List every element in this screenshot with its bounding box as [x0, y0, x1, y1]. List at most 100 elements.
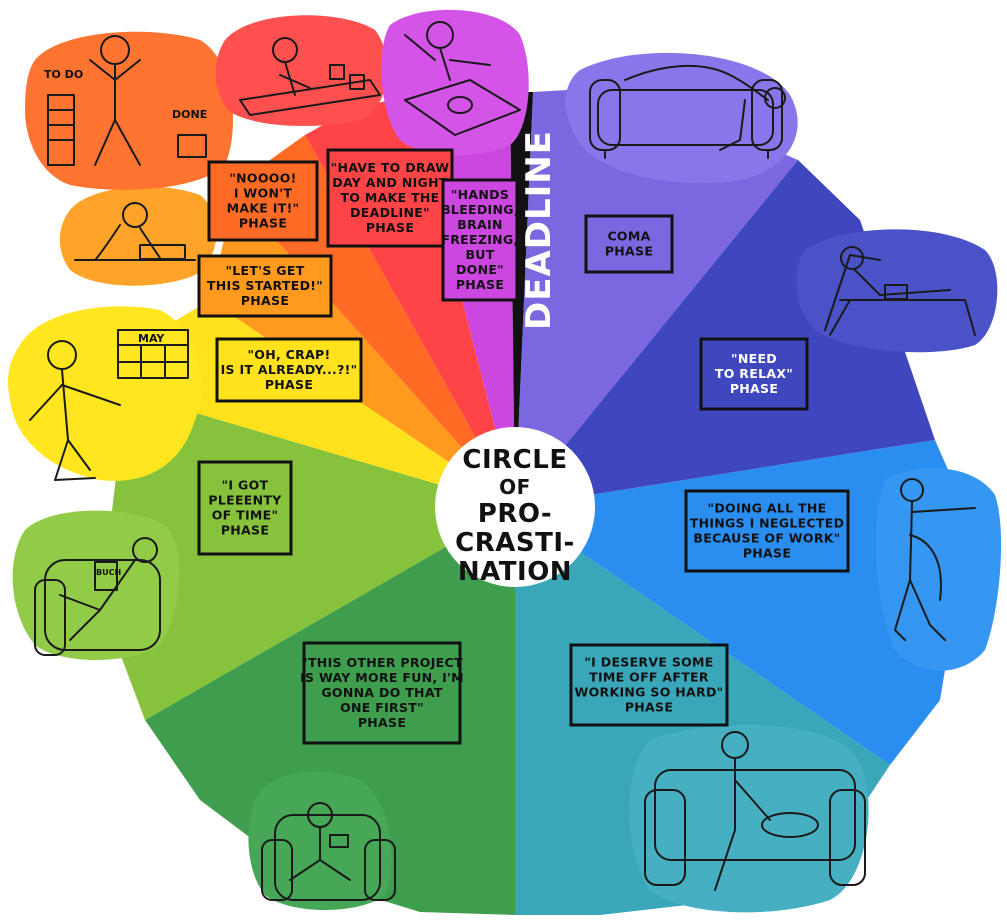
phase-label-line: "NOOOO! [229, 171, 296, 186]
doodle-blobs [8, 9, 1002, 913]
neglected-doodle [894, 478, 976, 641]
book-label: BUCH [96, 568, 121, 577]
other-doodle [261, 802, 396, 901]
plenty-doodle [34, 537, 161, 656]
phase-box-frame [684, 489, 850, 573]
phase-box-frame [326, 148, 454, 248]
started-doodle [74, 202, 196, 261]
doodles [29, 21, 976, 901]
phase-label-line: "I DESERVE SOME [584, 655, 713, 670]
todo-label: TO DO [44, 68, 83, 81]
blob-coma [565, 52, 798, 184]
phase-label-line: BECAUSE OF WORK" [693, 531, 840, 546]
phase-label-line: PHASE [358, 715, 406, 730]
phase-label-line: PHASE [605, 244, 653, 259]
phase-label-line: PHASE [239, 216, 287, 231]
phase-label-line: ONE FIRST" [340, 700, 424, 715]
blob-hands [381, 9, 529, 156]
phase-label-line: PHASE [743, 546, 791, 561]
phase-label-line: BRAIN [457, 217, 502, 232]
phase-box-frame [584, 214, 674, 274]
phase-label-line: PHASE [625, 700, 673, 715]
phase-label-line: WORKING SO HARD" [575, 685, 724, 700]
relax-doodle [824, 246, 976, 336]
phase-box-frame [215, 337, 363, 403]
phase-label-line: DEADLINE" [350, 205, 430, 220]
phase-label-line: "THIS OTHER PROJECT [301, 655, 463, 670]
phase-label-line: FREEZING, [441, 232, 518, 247]
center-line-4: CRASTI- [455, 528, 575, 558]
phase-label-line: "OH, CRAP! [247, 347, 330, 362]
phase-label-line: DAY AND NIGHT [332, 175, 448, 190]
hands-doodle [404, 21, 521, 136]
phase-box-frame [207, 160, 319, 242]
phase-label-line: PHASE [221, 523, 269, 538]
coma-doodle [589, 65, 786, 159]
phase-label-line: I WON'T [234, 186, 293, 201]
calendar-month-label: MAY [138, 332, 165, 345]
phase-box-frame [569, 643, 729, 727]
phase-label-line: IS IT ALREADY...?!" [221, 362, 358, 377]
phase-box-frame [197, 254, 333, 318]
done-label: DONE [172, 108, 207, 121]
phase-box-frame [699, 337, 809, 411]
phase-label-line: GONNA DO THAT [321, 685, 442, 700]
phase-label-line: DONE" [456, 262, 504, 277]
crap-doodle [29, 329, 189, 481]
center-line-3: PRO- [478, 499, 552, 529]
phase-label-line: PLEEENTY [208, 493, 282, 508]
phase-label-line: OF TIME" [212, 508, 279, 523]
phase-label-line: PHASE [730, 381, 778, 396]
center-line-5: NATION [458, 557, 572, 587]
phase-label-line: THIS STARTED!" [207, 278, 323, 293]
deadline-label: DEADLINE [519, 130, 559, 330]
phase-label-line: "NEED [731, 351, 777, 366]
center-line-1: CIRCLE [462, 445, 567, 475]
phase-label-line: PHASE [456, 277, 504, 292]
phase-box-hands: "HANDSBLEEDING,BRAINFREEZING,BUTDONE"PHA… [441, 178, 519, 302]
blob-crap [8, 306, 202, 481]
blob-started [59, 186, 217, 286]
phase-label-line: TIME OFF AFTER [589, 670, 709, 685]
center-title: CIRCLE OF PRO- CRASTI- NATION [435, 427, 595, 587]
phase-label-line: TO RELAX" [715, 366, 793, 381]
phase-box-frame [302, 641, 462, 745]
blob-deserve [629, 724, 869, 913]
phase-label-line: PHASE [366, 220, 414, 235]
wedge-coma [515, 88, 798, 507]
phase-label-line: "HANDS [451, 187, 509, 202]
phase-label-line: BLEEDING, [441, 202, 519, 217]
phase-label-line: TO MAKE THE [340, 190, 439, 205]
phase-label-line: "LET'S GET [225, 263, 304, 278]
phase-box-frame [197, 460, 293, 556]
draw-doodle [239, 37, 381, 116]
phase-box-frame [441, 178, 519, 302]
phase-label-line: MAKE IT!" [227, 201, 300, 216]
blob-noooo [25, 31, 233, 190]
deserve-doodle [644, 731, 866, 891]
center-line-2: OF [499, 475, 531, 499]
phase-label-line: PHASE [265, 377, 313, 392]
phase-box-crap: "OH, CRAP!IS IT ALREADY...?!"PHASE [215, 337, 363, 403]
blob-relax [796, 229, 998, 353]
phase-label-line: "HAVE TO DRAW [331, 160, 450, 175]
phase-label-line: BUT [465, 247, 494, 262]
phase-label-line: "I GOT [222, 478, 269, 493]
phase-label-line: "DOING ALL THE [708, 501, 827, 516]
noooo-doodle [47, 35, 207, 166]
phase-label-line: IS WAY MORE FUN, I'M [300, 670, 464, 685]
phase-label-line: THINGS I NEGLECTED [690, 516, 845, 531]
phase-label-line: COMA [607, 229, 650, 244]
doodle-lettering: TO DO DONE MAY BUCH [44, 68, 207, 577]
